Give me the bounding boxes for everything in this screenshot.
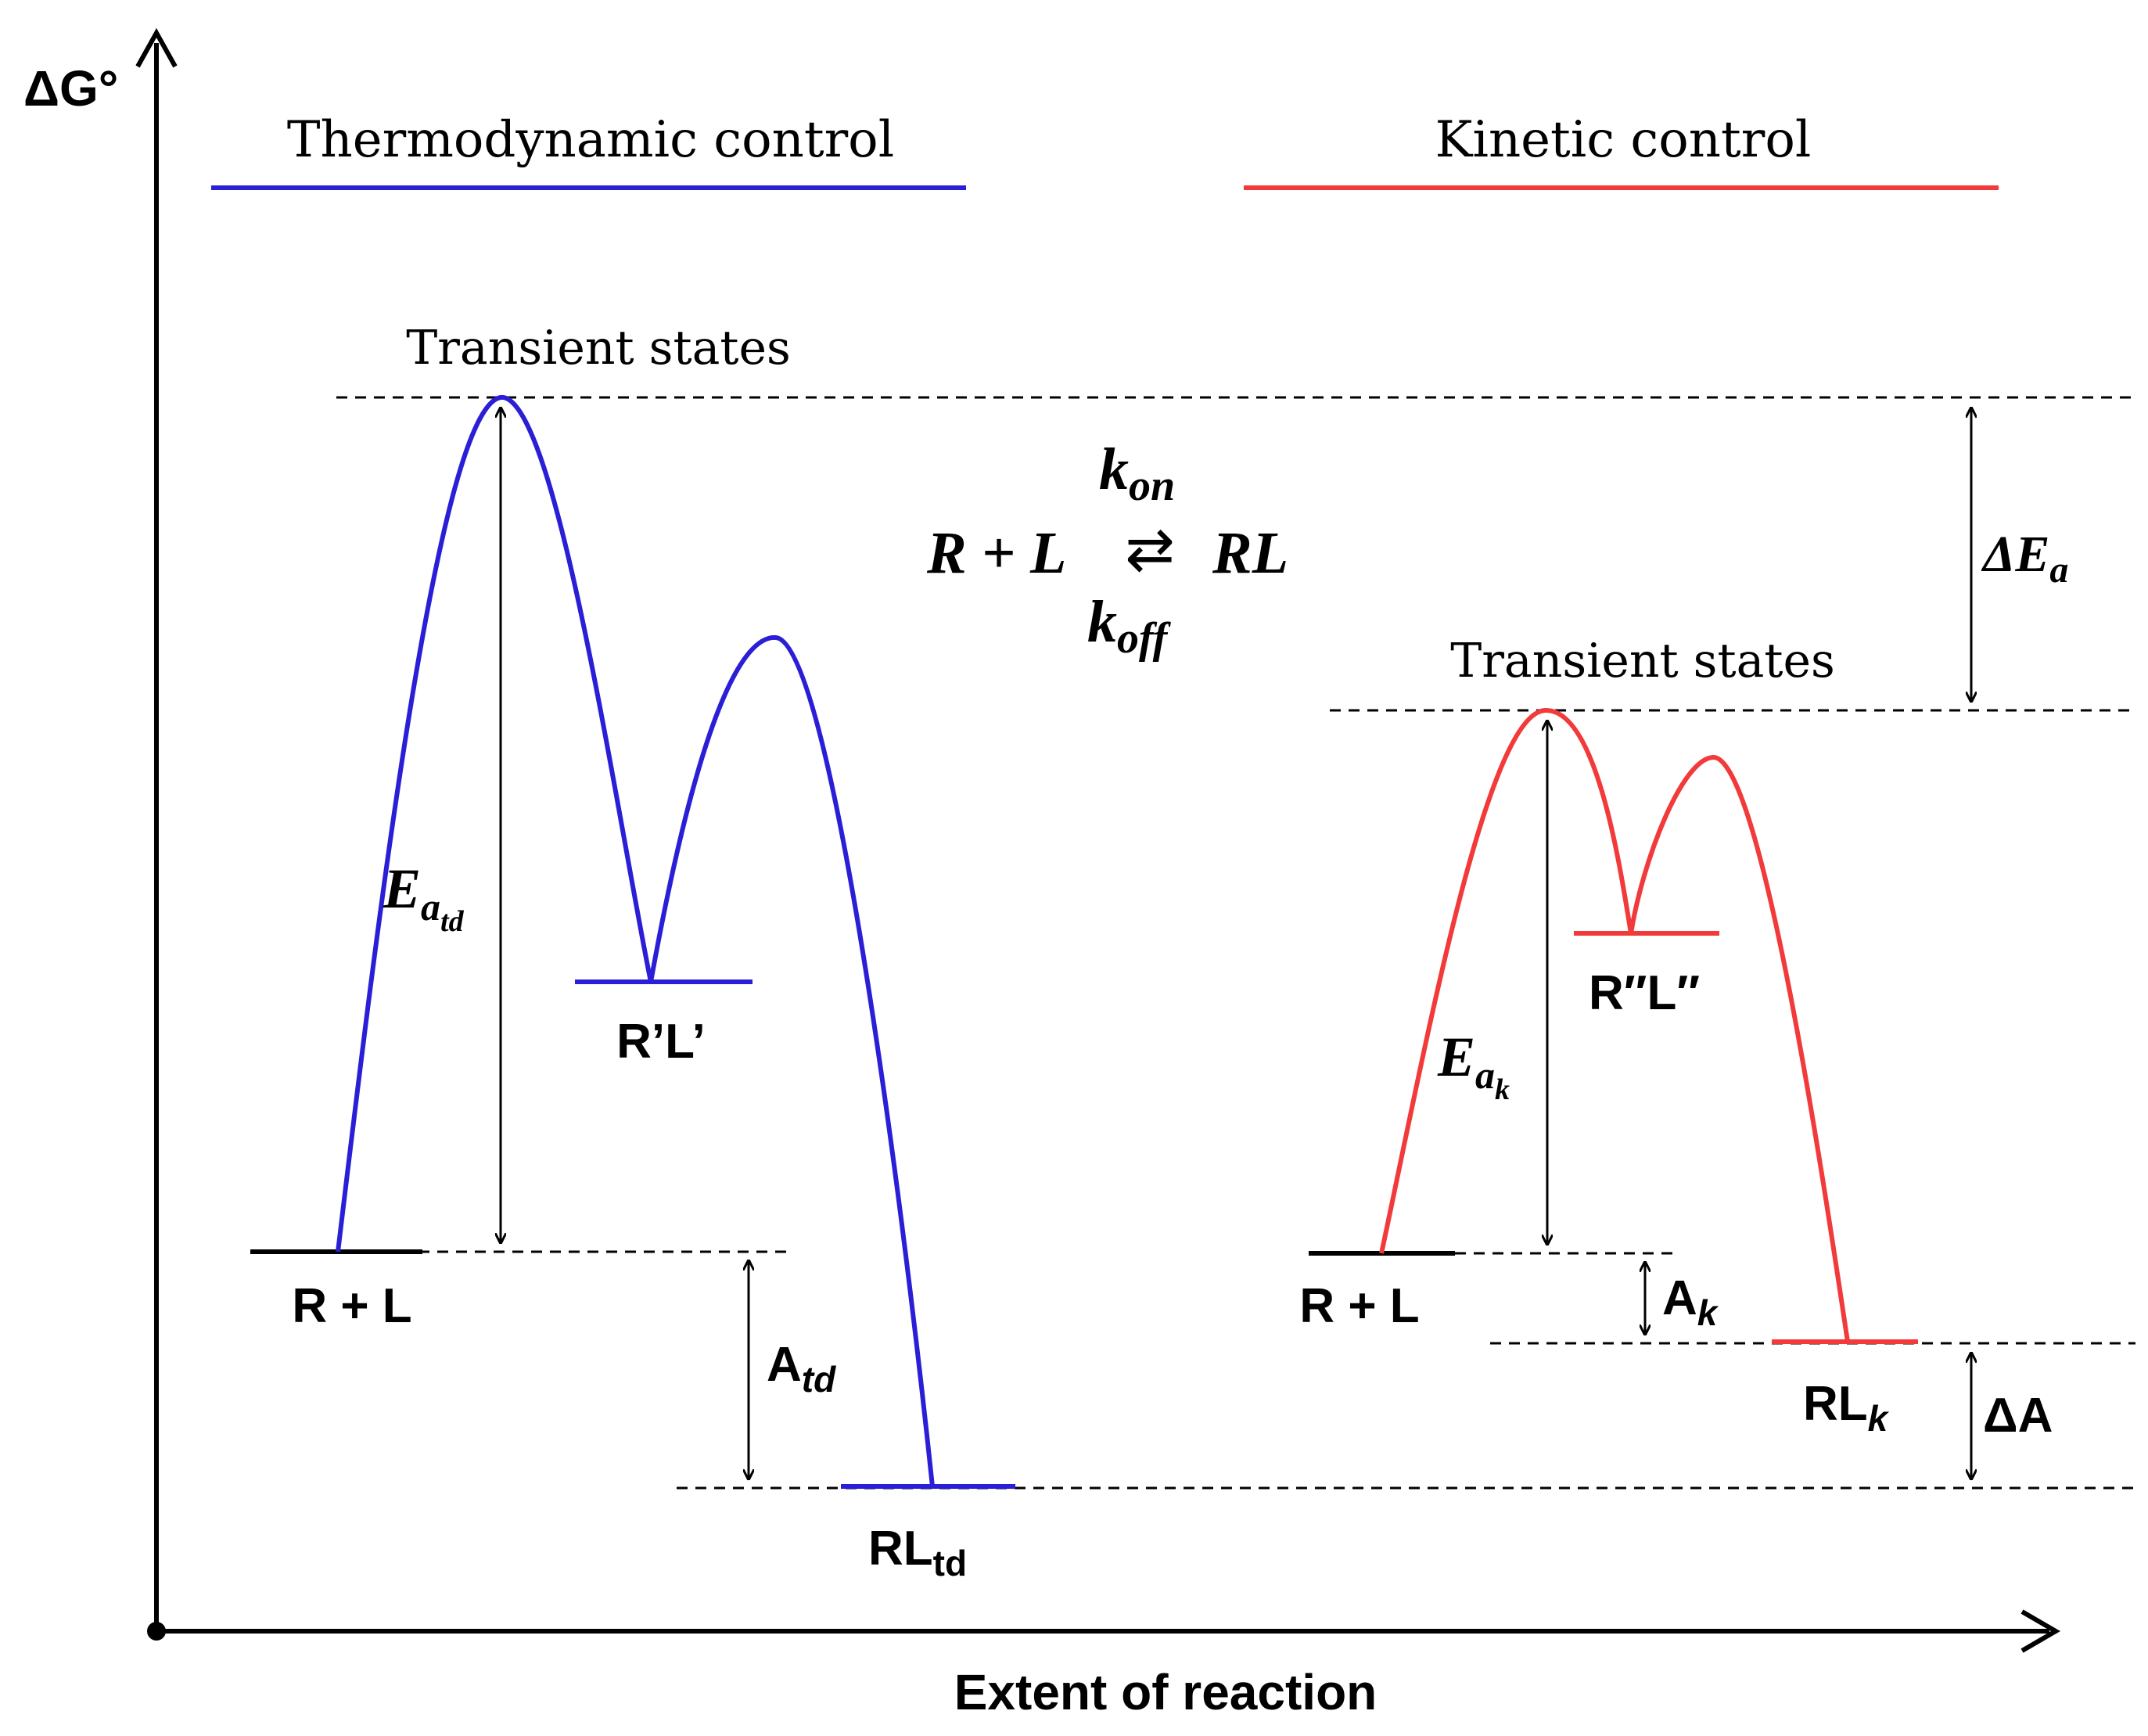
section-titles: Thermodynamic control Kinetic control (211, 111, 1999, 190)
axes: ΔG° Extent of reaction (23, 27, 2060, 1720)
x-axis-label: Extent of reaction (954, 1664, 1378, 1720)
transient-states-right-label: Transient states (1450, 634, 1835, 688)
y-axis-label: ΔG° (23, 60, 118, 117)
kinetic-title: Kinetic control (1435, 111, 1812, 169)
k-off-label: koff (1087, 589, 1172, 663)
transient-states-left-label: Transient states (406, 321, 791, 376)
equation-rhs: RL (1212, 520, 1288, 586)
thermodynamic-title: Thermodynamic control (287, 111, 894, 169)
product-td-label: RLtd (868, 1522, 967, 1583)
ea-td-label: Eatd (383, 857, 465, 938)
state-labels: Transient states Transient states R + L … (292, 321, 1889, 1583)
energy-arrows (501, 408, 1971, 1479)
origin-dot (147, 1622, 166, 1641)
thermo-energy-curve (336, 394, 935, 1487)
delta-a-label: ΔA (1983, 1389, 2053, 1443)
a-td-label: Atd (767, 1338, 836, 1400)
ea-k-label: Eak (1437, 1026, 1510, 1106)
equation-lhs: R + L (926, 520, 1066, 586)
y-axis-arrowhead (135, 27, 178, 68)
equilibrium-arrows: ⇄ (1125, 516, 1175, 583)
k-on-label: kon (1099, 437, 1175, 510)
product-k-label: RLk (1803, 1377, 1890, 1439)
thermodynamic-profile (250, 394, 1015, 1489)
kinetic-profile (1309, 707, 1918, 1344)
reactants-left-label: R + L (292, 1279, 411, 1333)
intermediate-right-label: R″L″ (1589, 966, 1700, 1020)
reactants-right-label: R + L (1299, 1279, 1419, 1333)
delta-ea-label: ΔEa (1981, 526, 2068, 591)
a-k-label: Ak (1662, 1271, 1719, 1333)
intermediate-left-label: R’L’ (616, 1015, 706, 1069)
x-axis-arrowhead (2020, 1609, 2060, 1653)
reaction-equation: kon R + L ⇄ RL koff (926, 437, 1288, 663)
energy-labels: Eatd Eak Atd Ak ΔEa ΔA (383, 526, 2068, 1443)
